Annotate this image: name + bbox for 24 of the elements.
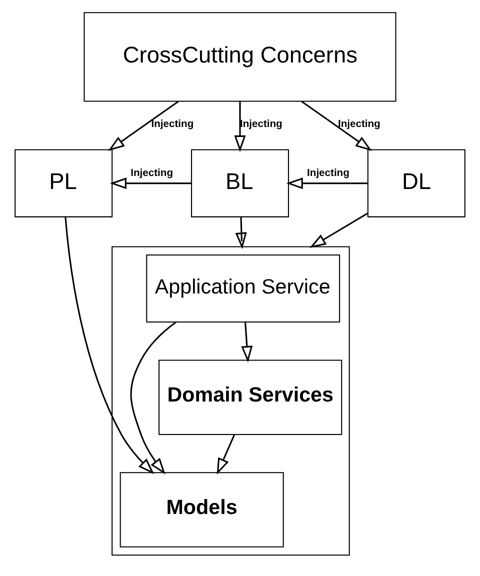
edge-label: Injecting xyxy=(240,119,282,130)
arrow xyxy=(286,178,368,190)
node-box: PL xyxy=(14,149,113,218)
arrow xyxy=(108,100,179,151)
arrow xyxy=(241,322,253,362)
edge-label: Injecting xyxy=(338,119,380,130)
arrow xyxy=(234,101,246,152)
cluster xyxy=(112,246,350,556)
arrow xyxy=(110,178,192,190)
node-box: Models xyxy=(120,472,284,548)
edge-label: Injecting xyxy=(307,168,350,180)
arrow xyxy=(64,217,154,474)
arrow xyxy=(216,434,236,475)
node-box: Application Service xyxy=(146,254,340,323)
node-box: DL xyxy=(367,149,466,218)
edge-label: Injecting xyxy=(130,168,173,180)
arrow xyxy=(235,216,247,250)
arrow xyxy=(301,100,372,151)
node-box: BL xyxy=(191,149,289,218)
node-box: Domain Services xyxy=(158,360,342,435)
arrow xyxy=(310,212,368,248)
node-box: CrossCutting Concerns xyxy=(84,12,396,102)
edge-label: Injecting xyxy=(151,119,194,130)
arrow xyxy=(130,322,176,474)
